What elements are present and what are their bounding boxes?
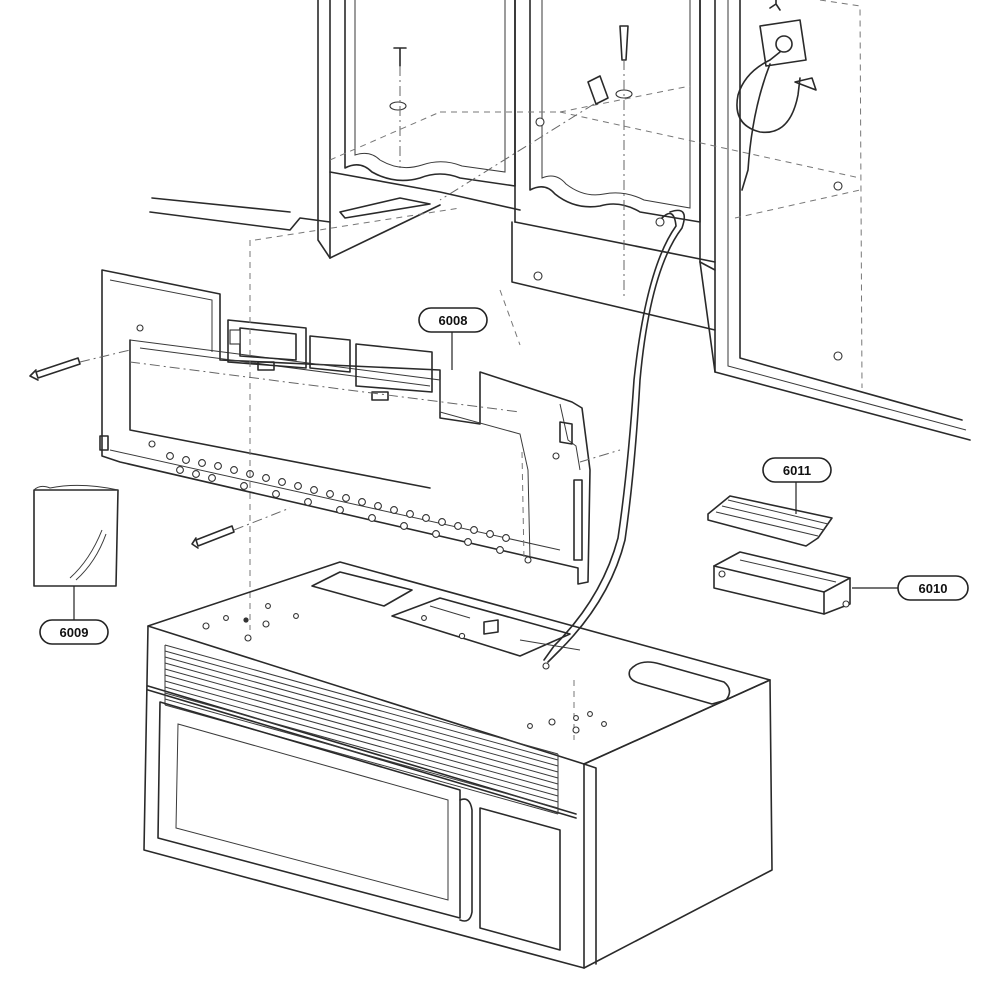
bracket-hole-row	[136, 324, 560, 564]
callout-6010: 6010	[897, 575, 969, 601]
upper-cabinets	[149, 0, 971, 441]
side-wall-screws	[29, 349, 291, 549]
template-sheet	[33, 484, 119, 620]
callout-label-6011: 6011	[783, 463, 811, 478]
mounting-bracket-plate	[99, 207, 621, 740]
filter-cover	[707, 482, 833, 547]
callout-6008: 6008	[418, 307, 488, 370]
callout-label-6010: 6010	[919, 581, 948, 596]
callout-label-6009: 6009	[60, 625, 89, 640]
wall-outlet-and-cord	[543, 0, 817, 663]
microwave-oven	[143, 561, 773, 969]
vent-grille	[164, 644, 559, 815]
callout-6009: 6009	[39, 619, 109, 645]
filter-housing	[713, 551, 910, 615]
callout-6011: 6011	[762, 457, 832, 483]
callout-label-6008: 6008	[439, 313, 468, 328]
top-mounting-hardware	[389, 25, 633, 300]
